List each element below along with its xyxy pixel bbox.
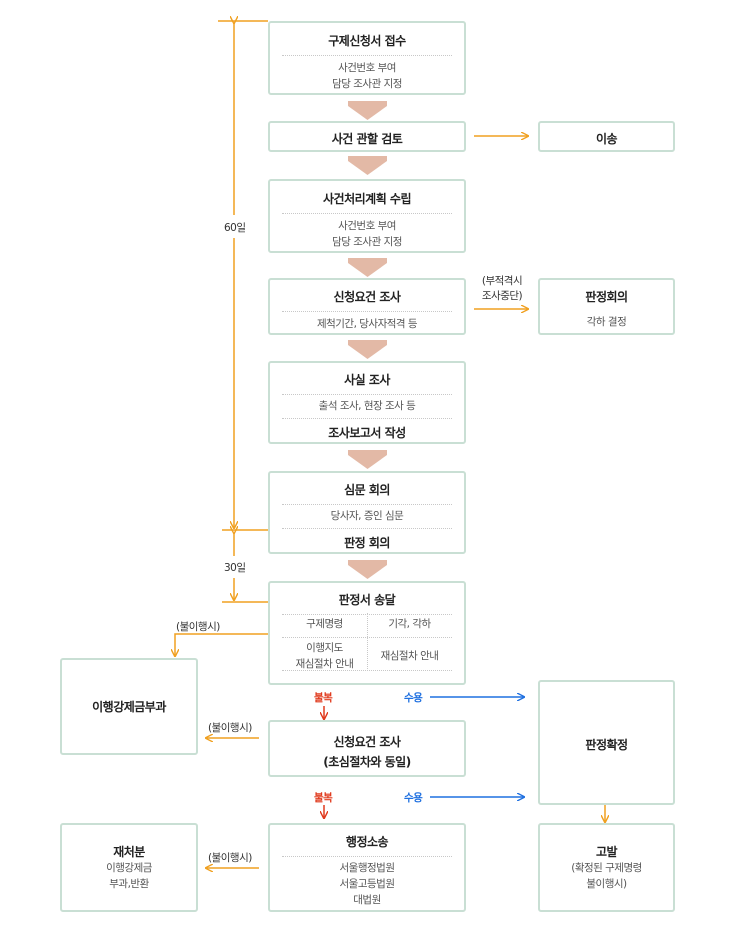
step-reprocess-line2: 부과,반환 — [109, 878, 149, 890]
step-jurisdiction: 사건 관할 검토 — [268, 121, 466, 152]
step-receipt-title: 구제신청서 접수 — [328, 34, 406, 48]
label-60-days: 60일 — [224, 222, 246, 234]
step-accusation: 고발 (확정된 구제명령 불이행시) — [538, 823, 675, 912]
step-receipt-line2: 담당 조사관 지정 — [332, 78, 402, 90]
step-reprocess-title: 재처분 — [113, 845, 145, 859]
step-hearing-title: 심문 회의 — [344, 483, 390, 497]
step-requirement-title: 신청요건 조사 — [333, 290, 401, 304]
flow-chevrons — [348, 101, 387, 579]
step-hearing: 심문 회의 당사자, 증인 심문 판정 회의 — [268, 471, 466, 554]
delivery-cell-dismiss: 기각, 각하 — [388, 618, 431, 630]
delivery-cell-guidance: 이행지도 재심절차 안내 — [295, 642, 354, 670]
bracket-30-days — [222, 533, 268, 603]
step-review: 신청요건 조사 (초심절차와 동일) — [268, 720, 466, 777]
step-decision-meeting-sub: 각하 결정 — [586, 316, 627, 328]
step-hearing-footer: 판정 회의 — [344, 536, 390, 550]
step-review-title2: (초심절차와 동일) — [323, 755, 411, 769]
label-noncomply-1: (불이행시) — [176, 621, 220, 633]
label-unfit: (부적격시 조사중단) — [474, 274, 530, 304]
delivery-grid: 구제명령 기각, 각하 이행지도 재심절차 안내 재심절차 안내 — [282, 613, 452, 671]
step-transfer: 이송 — [538, 121, 675, 152]
step-penalty: 이행강제금부과 — [60, 658, 198, 755]
step-requirement: 신청요건 조사 제척기간, 당사자적격 등 — [268, 278, 466, 335]
step-plan-line1: 사건번호 부여 — [338, 220, 396, 232]
step-litigation-line2: 서울고등법원 — [339, 878, 395, 890]
step-accusation-line2: 불이행시) — [586, 878, 627, 890]
step-litigation-line1: 서울행정법원 — [339, 862, 395, 874]
step-decision-meeting: 판정회의 각하 결정 — [538, 278, 675, 335]
label-accept-2: 수용 — [404, 792, 423, 804]
step-confirmed: 판정확정 — [538, 680, 675, 805]
step-hearing-sub: 당사자, 증인 심문 — [330, 510, 404, 522]
step-delivery-title: 판정서 송달 — [338, 593, 396, 607]
step-plan-line2: 담당 조사관 지정 — [332, 236, 402, 248]
step-accusation-line1: (확정된 구제명령 — [571, 862, 642, 874]
step-jurisdiction-title: 사건 관할 검토 — [331, 132, 403, 146]
step-receipt-line1: 사건번호 부여 — [338, 62, 396, 74]
step-litigation: 행정소송 서울행정법원 서울고등법원 대법원 — [268, 823, 466, 912]
step-review-title: 신청요건 조사 — [333, 735, 401, 749]
bracket-60-days — [218, 21, 268, 531]
step-penalty-title: 이행강제금부과 — [92, 700, 166, 714]
label-noncomply-2: (불이행시) — [208, 722, 252, 734]
step-fact-title: 사실 조사 — [344, 373, 390, 387]
step-fact-footer: 조사보고서 작성 — [328, 426, 406, 440]
step-requirement-sub: 제척기간, 당사자적격 등 — [316, 318, 418, 330]
step-litigation-line3: 대법원 — [353, 894, 381, 906]
step-confirmed-title: 판정확정 — [585, 738, 628, 752]
step-delivery: 판정서 송달 구제명령 기각, 각하 이행지도 재심절차 안내 재심절차 안내 — [268, 581, 466, 685]
step-reprocess-line1: 이행강제금 — [106, 862, 152, 874]
step-plan-title: 사건처리계획 수립 — [323, 192, 412, 206]
delivery-cell-retrial: 재심절차 안내 — [380, 650, 439, 662]
label-accept-1: 수용 — [404, 692, 423, 704]
label-unfit-line1: (부적격시 — [481, 275, 523, 287]
label-appeal-1: 불복 — [314, 692, 333, 704]
step-transfer-title: 이송 — [595, 132, 618, 146]
step-fact-sub: 출석 조사, 현장 조사 등 — [318, 400, 416, 412]
delivery-cell-remedy: 구제명령 — [306, 618, 343, 630]
step-reprocess: 재처분 이행강제금 부과,반환 — [60, 823, 198, 912]
step-fact: 사실 조사 출석 조사, 현장 조사 등 조사보고서 작성 — [268, 361, 466, 444]
label-30-days: 30일 — [224, 562, 246, 574]
step-decision-meeting-title: 판정회의 — [585, 290, 628, 304]
accept-arrows — [430, 697, 524, 797]
step-accusation-title: 고발 — [595, 845, 618, 859]
label-unfit-line2: 조사중단) — [481, 290, 523, 302]
step-receipt: 구제신청서 접수 사건번호 부여 담당 조사관 지정 — [268, 21, 466, 95]
label-noncomply-3: (불이행시) — [208, 852, 252, 864]
step-plan: 사건처리계획 수립 사건번호 부여 담당 조사관 지정 — [268, 179, 466, 253]
step-litigation-title: 행정소송 — [345, 835, 389, 849]
orange-arrows — [175, 136, 605, 868]
label-appeal-2: 불복 — [314, 792, 333, 804]
